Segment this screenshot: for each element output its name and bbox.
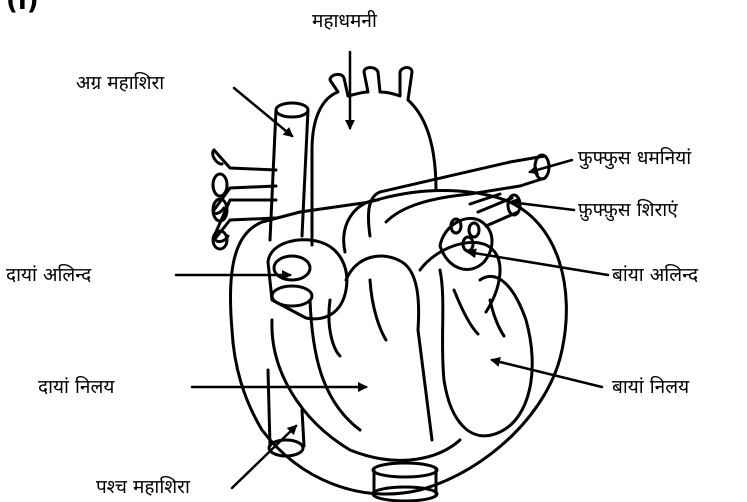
heart-outline — [230, 191, 566, 494]
septum — [346, 242, 500, 440]
ra-valve-1 — [272, 286, 312, 306]
label-superior-vena-cava: अग्र महाशिरा — [76, 72, 164, 94]
label-pulmonary-veins: फ़ुफ्फ़ुस शिराएं — [578, 199, 678, 221]
svc-opening — [276, 103, 308, 117]
right-atrium-chamber — [268, 240, 347, 319]
ra-valve-2 — [274, 256, 310, 280]
label-right-atrium: दायां अलिन्द — [6, 264, 91, 286]
left-ventricle-wall — [440, 270, 532, 436]
label-right-ventricle: दायां निलय — [38, 376, 114, 398]
pointer-arrows — [176, 52, 608, 488]
arrow-superior-vena-cava — [234, 88, 292, 136]
label-pulmonary-arteries: फुफ्फुस धमनियां — [578, 147, 691, 169]
descending-aorta-rim — [373, 463, 437, 477]
label-inferior-vena-cava: पश्च महाशिरा — [96, 476, 190, 498]
superior-vena-cava — [270, 110, 308, 240]
label-aorta: महाधमनी — [312, 10, 377, 32]
arrow-left-ventricle — [492, 360, 602, 387]
vessel-end-1 — [213, 174, 227, 196]
label-left-ventricle: बायां निलय — [612, 376, 689, 398]
aorta — [312, 68, 436, 253]
la-opening-2 — [469, 223, 479, 237]
label-left-atrium: बांया अलिन्द — [612, 264, 698, 286]
arrow-left-atrium — [468, 252, 608, 275]
